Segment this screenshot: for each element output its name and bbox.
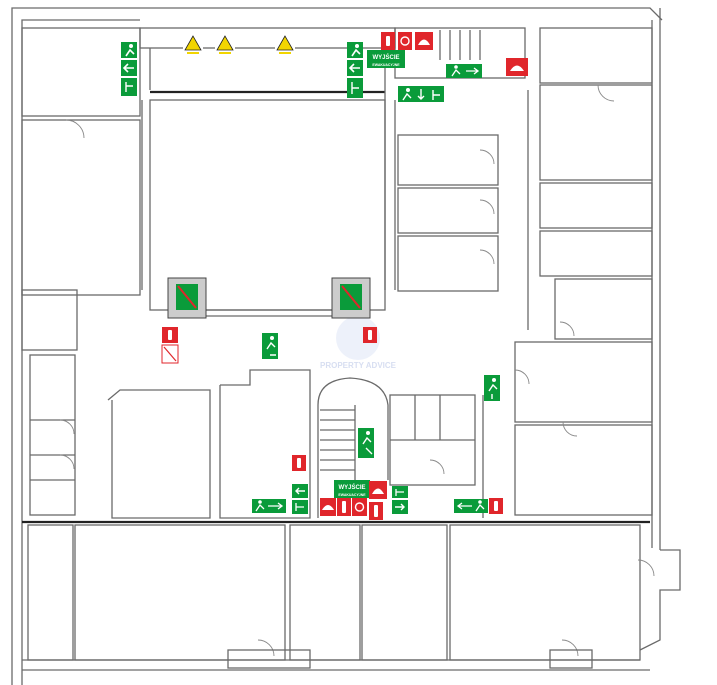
fire-hose-icon xyxy=(398,32,412,50)
central-hall xyxy=(107,369,484,519)
warning-triangle-icon xyxy=(275,34,295,56)
arrow-icon xyxy=(121,60,137,76)
watermark-text: PROPERTY ADVICE xyxy=(320,361,397,370)
fire-extinguisher-icon xyxy=(489,498,503,514)
no-lift-sign-icon xyxy=(331,277,371,319)
arrow-icon xyxy=(392,500,408,514)
running-man-exit-icon xyxy=(121,42,137,58)
right-offices xyxy=(397,27,653,516)
bottom-rooms xyxy=(22,520,655,669)
central-courtyard xyxy=(141,99,396,317)
exit-sign-top-sublabel: EWAKUACYJNE xyxy=(372,63,400,67)
fire-alarm-icon xyxy=(415,32,433,50)
exit-sign-bottom-sublabel: EWAKUACYJNE xyxy=(338,493,366,497)
arrow-icon xyxy=(347,78,363,98)
exit-sign-top-label: WYJŚCIE xyxy=(372,54,399,61)
arrow-icon xyxy=(392,486,408,498)
central-stair-steps xyxy=(320,405,356,480)
arrow-icon xyxy=(414,86,428,102)
fire-alarm-icon xyxy=(506,58,528,76)
left-rooms xyxy=(21,27,141,516)
warning-triangle-icon xyxy=(183,34,203,56)
fire-hose-icon xyxy=(352,498,367,516)
watermark: PROPERTY ADVICE xyxy=(320,316,397,370)
no-lift-sign-icon xyxy=(167,277,207,319)
running-man-exit-icon xyxy=(252,499,286,513)
running-man-exit-icon xyxy=(262,333,278,359)
running-man-exit-icon xyxy=(358,428,374,458)
exit-sign-bottom: WYJŚCIE EWAKUACYJNE xyxy=(334,480,370,498)
exit-sign-bottom-label: WYJŚCIE xyxy=(338,484,365,491)
fire-extinguisher-icon xyxy=(337,498,351,516)
arrow-icon xyxy=(292,500,308,514)
arrow-icon xyxy=(292,484,308,498)
fire-extinguisher-icon xyxy=(369,502,383,520)
running-man-exit-icon xyxy=(398,86,414,102)
fire-alarm-icon xyxy=(369,481,387,499)
fire-extinguisher-icon xyxy=(292,455,306,471)
fire-extinguisher-icon xyxy=(381,32,395,50)
arrow-icon xyxy=(121,78,137,96)
fire-alarm-icon xyxy=(320,498,336,516)
running-man-exit-icon xyxy=(347,42,363,58)
top-stair-steps xyxy=(439,30,481,60)
exit-sign-top: WYJŚCIE EWAKUACYJNE xyxy=(367,50,405,68)
fire-extinguisher-icon xyxy=(363,327,377,343)
fire-extinguisher-icon xyxy=(162,327,178,343)
fire-extinguisher-icon xyxy=(161,344,179,364)
running-man-exit-icon xyxy=(484,375,500,401)
arrow-icon xyxy=(428,86,444,102)
running-man-exit-icon xyxy=(446,64,482,78)
warning-triangle-icon xyxy=(215,34,235,56)
running-man-exit-icon xyxy=(454,499,488,513)
arrow-icon xyxy=(347,60,363,76)
